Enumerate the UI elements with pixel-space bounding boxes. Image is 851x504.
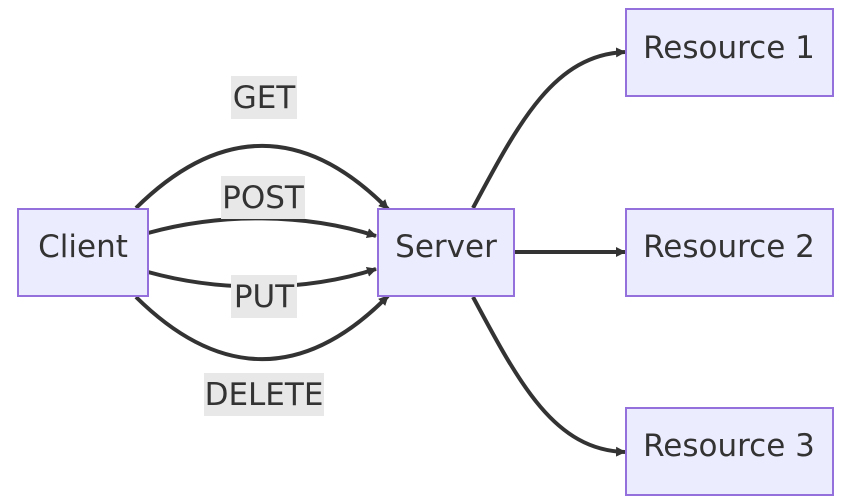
edge-label-delete-text: DELETE [205,377,324,413]
edge-server-resource3 [471,296,626,457]
edge-get-line [134,143,390,211]
edge-delete-line [134,294,390,362]
edge-server-resource3-line [471,296,626,457]
node-server-label: Server [395,229,497,265]
edge-label-put-text: PUT [234,279,295,315]
node-resource-3: Resource 3 [625,407,834,496]
node-resource-2-label: Resource 2 [643,229,815,265]
edge-post-line [147,216,377,238]
edge-label-delete: DELETE [204,373,324,416]
edge-delete [134,294,390,362]
node-server: Server [377,208,515,297]
edge-label-post-text: POST [222,180,305,216]
edge-server-resource1-line [471,47,626,209]
edge-label-put: PUT [231,275,297,318]
edge-post [147,216,377,238]
edge-label-get: GET [231,76,297,119]
edge-get [134,143,390,211]
node-client-label: Client [38,229,128,265]
node-client: Client [17,208,149,297]
edge-label-post: POST [221,176,305,219]
node-resource-3-label: Resource 3 [643,428,815,464]
node-resource-2: Resource 2 [625,208,834,297]
edge-server-resource1 [471,47,626,209]
node-resource-1-label: Resource 1 [643,30,815,66]
edge-label-get-text: GET [233,80,297,116]
node-resource-1: Resource 1 [625,8,834,97]
